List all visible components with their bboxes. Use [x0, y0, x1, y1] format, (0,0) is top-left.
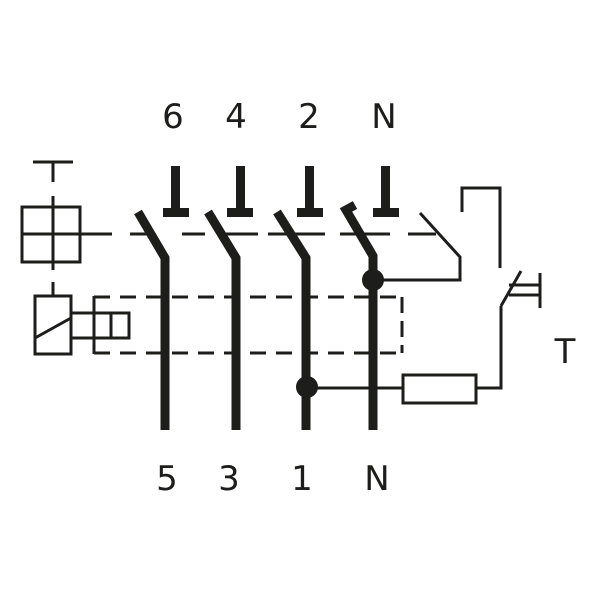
junction-dot-1 — [296, 376, 318, 398]
terminal-label-5: 5 — [156, 459, 178, 499]
test-resistor — [401, 373, 478, 405]
terminal-label-1: 1 — [291, 459, 313, 499]
fixed-contact-6 — [163, 166, 189, 217]
test-button-contact — [499, 270, 523, 307]
top-terminal-labels: 6 4 2 N — [162, 97, 397, 137]
summation-transformer — [94, 295, 404, 355]
terminal-label-4: 4 — [225, 97, 247, 137]
operating-mechanism — [20, 160, 82, 296]
test-circuit — [306, 186, 542, 405]
terminal-label-n-top: N — [371, 97, 396, 137]
fixed-contacts — [163, 166, 399, 217]
terminal-label-2: 2 — [298, 97, 320, 137]
terminal-label-6: 6 — [162, 97, 184, 137]
fixed-contact-n — [373, 166, 399, 217]
switch-poles — [134, 201, 378, 430]
pole-5-6 — [134, 209, 170, 430]
test-label-t: T — [554, 332, 576, 372]
pole-n — [339, 201, 378, 430]
junction-dots — [296, 269, 384, 398]
junction-dot-n — [362, 269, 384, 291]
terminal-label-n-bottom: N — [364, 459, 389, 499]
fixed-contact-4 — [227, 166, 253, 217]
bottom-terminal-labels: 5 3 1 N — [156, 459, 390, 499]
terminal-label-3: 3 — [218, 459, 240, 499]
fixed-contact-2 — [297, 166, 323, 217]
trip-relay — [33, 294, 131, 356]
pole-3-4 — [204, 209, 241, 430]
pole-1-2 — [273, 209, 311, 430]
